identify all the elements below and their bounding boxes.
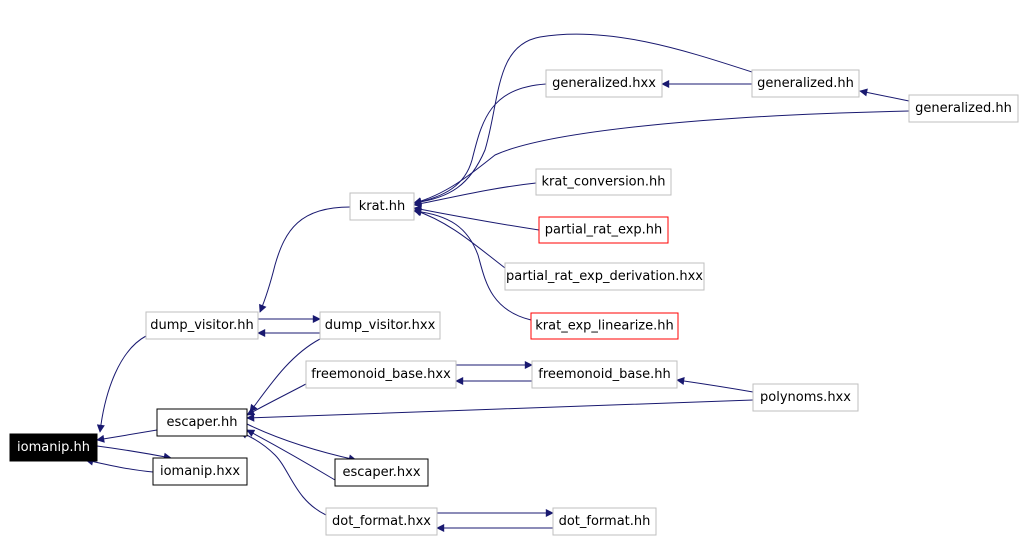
- node-iomanip-hh[interactable]: iomanip.hh: [9, 433, 98, 462]
- edge-partial-rat-exp-to-krat-hh: [413, 205, 540, 231]
- edge-dot-format-hxx-to-escaper-hh: [239, 431, 327, 516]
- edge-krat-hh-to-dump-visitor-hh: [259, 206, 351, 313]
- node-label: dot_format.hh: [559, 514, 651, 529]
- node-label: krat_exp_linearize.hh: [535, 319, 673, 334]
- nodes: iomanip.hh dump_visitor.hh escaper.hh io…: [9, 69, 1019, 536]
- edge-krat-exp-linearize-to-krat-hh: [413, 207, 532, 321]
- node-freemonoid-base-hh[interactable]: freemonoid_base.hh: [531, 360, 678, 389]
- edge-generalized-hh2-to-krat-hh: [413, 110, 910, 206]
- node-partial-rat-exp-hh[interactable]: partial_rat_exp.hh: [538, 216, 669, 244]
- edge-generalized-hh-to-krat-hh: [413, 33, 753, 206]
- node-generalized-hxx[interactable]: generalized.hxx: [545, 69, 663, 98]
- edge-iomanip-hh-to-iomanip-hxx: [96, 445, 172, 461]
- node-iomanip-hxx[interactable]: iomanip.hxx: [152, 457, 248, 486]
- edge-freemonoid-base-hxx-to-escaper-hh: [246, 383, 307, 416]
- node-label: generalized.hh: [915, 101, 1012, 116]
- node-escaper-hxx[interactable]: escaper.hxx: [334, 458, 429, 487]
- node-escaper-hh[interactable]: escaper.hh: [156, 408, 248, 437]
- node-dot-format-hh[interactable]: dot_format.hh: [552, 507, 657, 536]
- node-label: dump_visitor.hxx: [325, 318, 436, 333]
- edge-escaper-hxx-to-escaper-hh: [246, 429, 336, 481]
- node-polynoms-hxx[interactable]: polynoms.hxx: [752, 383, 859, 412]
- edge-escaper-hh-to-iomanip-hh: [96, 429, 158, 443]
- edge-escaper-hh-to-escaper-hxx: [246, 423, 357, 463]
- node-dump-visitor-hxx[interactable]: dump_visitor.hxx: [319, 311, 441, 340]
- node-label: dot_format.hxx: [332, 514, 431, 529]
- edge-dump-visitor-hh-to-iomanip-hh: [96, 335, 147, 433]
- edge-polynoms-hxx-to-escaper-hh: [246, 399, 754, 422]
- edge-polynoms-to-freemonoid-hh: [676, 377, 754, 393]
- edge-partial-rat-exp-derivation-to-krat-hh: [413, 208, 506, 269]
- node-krat-exp-linearize-hh[interactable]: krat_exp_linearize.hh: [530, 312, 679, 340]
- node-label: iomanip.hh: [17, 440, 90, 455]
- node-krat-hh[interactable]: krat.hh: [349, 192, 415, 221]
- node-label: iomanip.hxx: [160, 464, 240, 479]
- node-label: krat.hh: [359, 199, 406, 214]
- node-label: partial_rat_exp_derivation.hxx: [506, 269, 703, 284]
- node-partial-rat-exp-derivation-hxx[interactable]: partial_rat_exp_derivation.hxx: [504, 262, 705, 291]
- node-label: partial_rat_exp.hh: [545, 223, 663, 238]
- node-label: freemonoid_base.hh: [538, 367, 670, 382]
- node-dot-format-hxx[interactable]: dot_format.hxx: [325, 507, 438, 536]
- node-label: dump_visitor.hh: [150, 318, 253, 333]
- edge-krat-conversion-to-krat-hh: [413, 182, 537, 208]
- node-krat-conversion-hh[interactable]: krat_conversion.hh: [535, 168, 672, 196]
- node-label: generalized.hh: [757, 76, 854, 91]
- edge-generalized-hh2-to-generalized-hh: [859, 88, 910, 102]
- edges: [85, 33, 910, 532]
- node-freemonoid-base-hxx[interactable]: freemonoid_base.hxx: [305, 360, 457, 389]
- edge-dump-visitor-hxx-to-escaper-hh: [249, 338, 321, 413]
- node-generalized-hh[interactable]: generalized.hh: [751, 69, 860, 98]
- node-label: polynoms.hxx: [760, 390, 851, 405]
- node-generalized-hh-2[interactable]: generalized.hh: [908, 94, 1019, 123]
- node-dump-visitor-hh[interactable]: dump_visitor.hh: [145, 311, 259, 340]
- edge-iomanip-hxx-to-iomanip-hh: [85, 457, 154, 473]
- node-label: escaper.hxx: [342, 465, 420, 480]
- edge-generalized-hxx-to-krat-hh: [413, 83, 547, 206]
- node-label: generalized.hxx: [552, 76, 656, 91]
- node-label: krat_conversion.hh: [541, 175, 665, 190]
- node-label: escaper.hh: [167, 415, 238, 430]
- node-label: freemonoid_base.hxx: [311, 367, 451, 382]
